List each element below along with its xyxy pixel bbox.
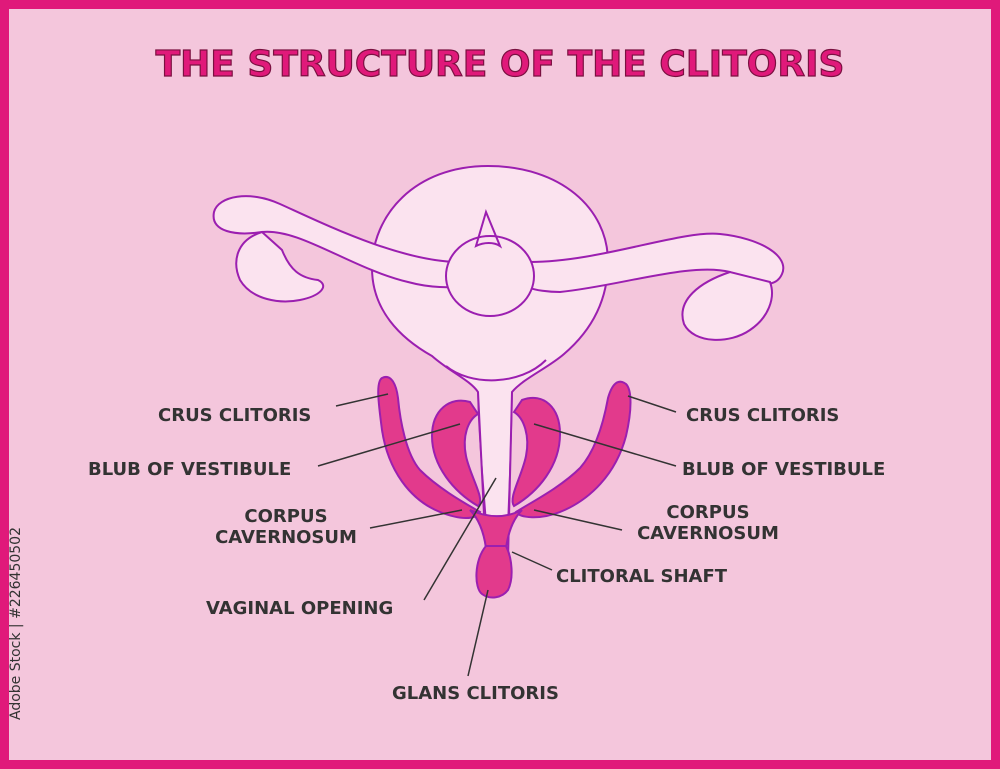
crus-left bbox=[377, 376, 482, 519]
label-crus-clitoris-right: CRUS CLITORIS bbox=[686, 405, 840, 426]
stock-id-text: Adobe Stock | #226450502 bbox=[8, 527, 24, 720]
leader-lines bbox=[317, 393, 677, 677]
leader-vaginal-opening bbox=[423, 477, 497, 601]
label-corpus-cavernosum-left: CORPUS CAVERNOSUM bbox=[200, 506, 372, 548]
uterus-lower-curve bbox=[445, 359, 547, 382]
leader-crus-left bbox=[335, 393, 389, 407]
leader-bulb-right bbox=[533, 423, 677, 467]
label-glans-clitoris: GLANS CLITORIS bbox=[392, 683, 559, 704]
cervix-ellipse bbox=[445, 235, 535, 317]
leader-corpus-left bbox=[369, 509, 463, 529]
label-vaginal-opening: VAGINAL OPENING bbox=[206, 598, 394, 619]
label-bulb-of-vestibule-left: BLUB OF VESTIBULE bbox=[88, 459, 292, 480]
vaginal-canal-right bbox=[507, 391, 513, 521]
fimbria-right bbox=[681, 270, 773, 341]
label-corpus-right-line2: CAVERNOSUM bbox=[637, 523, 779, 544]
diagram-title: THE STRUCTURE OF THE CLITORIS bbox=[155, 43, 845, 85]
leader-glans bbox=[467, 589, 489, 677]
leader-bulb-left bbox=[317, 423, 461, 467]
label-corpus-cavernosum-right: CORPUS CAVERNOSUM bbox=[622, 502, 794, 544]
glans bbox=[475, 545, 513, 599]
fimbria-left bbox=[235, 230, 325, 303]
fallopian-tube-left bbox=[212, 195, 464, 289]
uterine-cavity bbox=[474, 208, 503, 249]
label-corpus-left-line2: CAVERNOSUM bbox=[215, 527, 357, 548]
leader-crus-right bbox=[627, 395, 677, 413]
leader-clitoral-shaft bbox=[511, 551, 553, 571]
label-bulb-of-vestibule-right: BLUB OF VESTIBULE bbox=[682, 459, 886, 480]
clitoral-body bbox=[469, 509, 523, 549]
bulb-right bbox=[511, 397, 562, 508]
bulb-left bbox=[430, 399, 482, 508]
vaginal-canal bbox=[477, 391, 487, 521]
label-corpus-right-line1: CORPUS bbox=[666, 502, 750, 523]
label-corpus-left-line1: CORPUS bbox=[244, 506, 328, 527]
label-clitoral-shaft: CLITORAL SHAFT bbox=[556, 566, 728, 587]
label-crus-clitoris-left: CRUS CLITORIS bbox=[158, 405, 312, 426]
leader-corpus-right bbox=[533, 509, 623, 531]
